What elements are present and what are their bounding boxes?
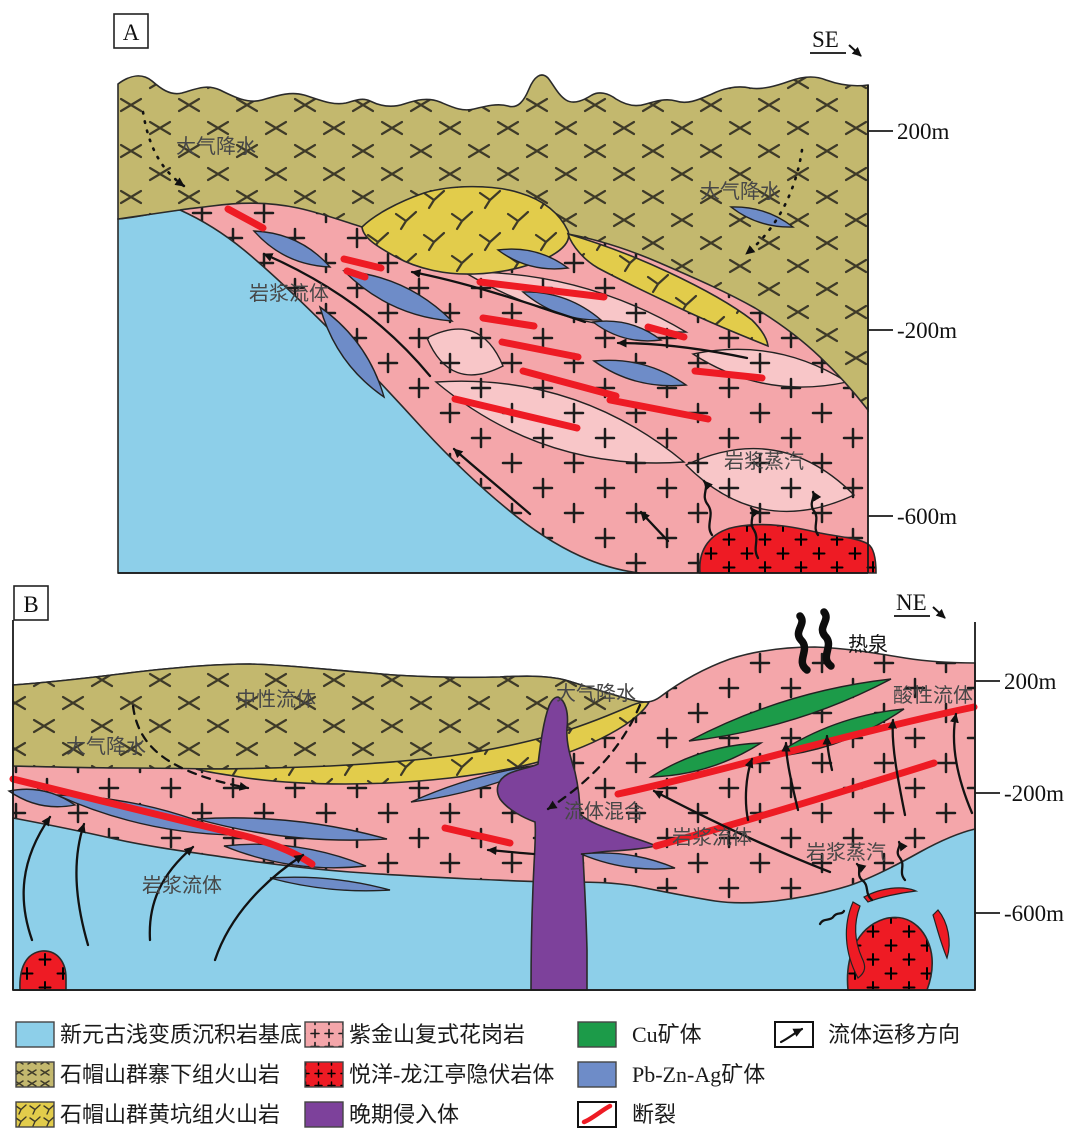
hot-spring-icon bbox=[794, 608, 835, 674]
panel-b: 200m -200m -600m B NE 中性流体 大气降水 大气降水 热泉 … bbox=[7, 585, 1064, 991]
label-neutral-fluid-b: 中性流体 bbox=[236, 688, 316, 711]
legend-item-late-intrusion: 晚期侵入体 bbox=[304, 1101, 459, 1128]
zijinshan-granite-swatch bbox=[304, 1021, 344, 1048]
fluid-flow-arrows-a bbox=[141, 110, 822, 560]
label-fluid-mixing-b: 流体混合 bbox=[564, 800, 644, 823]
legend-label: Pb-Zn-Ag矿体 bbox=[632, 1062, 765, 1087]
svg-text:B: B bbox=[23, 592, 38, 617]
legend-label: 紫金山复式花岗岩 bbox=[349, 1022, 525, 1047]
legend-item-basement: 新元古浅变质沉积岩基底 bbox=[15, 1021, 302, 1048]
direction-label: SE bbox=[812, 27, 839, 52]
label-magmatic-vapor-a: 岩浆蒸汽 bbox=[724, 450, 804, 473]
label-magmatic-fluid-center-b: 岩浆流体 bbox=[672, 826, 752, 849]
fault-segments-b bbox=[9, 703, 978, 868]
tick-label: 200m bbox=[1004, 669, 1057, 694]
hidden-intrusion-bodies-b bbox=[19, 887, 950, 991]
tick-label: -200m bbox=[1004, 781, 1064, 806]
label-hot-spring-b: 热泉 bbox=[848, 633, 888, 656]
hidden-intrusion-swatch bbox=[304, 1061, 344, 1088]
hidden-intrusion-a bbox=[699, 523, 877, 574]
basement-swatch bbox=[15, 1021, 55, 1048]
svg-text:A: A bbox=[123, 20, 140, 45]
panel-a-direction: SE bbox=[810, 27, 862, 57]
panel-b-direction: NE bbox=[894, 590, 946, 619]
tick-label: -600m bbox=[1004, 901, 1064, 926]
legend-item-fluid-migration: 流体运移方向 bbox=[774, 1021, 960, 1048]
panel-a-letter: A bbox=[113, 13, 149, 49]
legend-label: 石帽山群寨下组火山岩 bbox=[60, 1062, 280, 1087]
legend-label: 流体运移方向 bbox=[828, 1022, 960, 1047]
panel-a-elevation-ticks: 200m -200m -600m bbox=[868, 119, 957, 529]
legend-item-zijinshan-granite: 紫金山复式花岗岩 bbox=[304, 1021, 525, 1048]
legend-label: 新元古浅变质沉积岩基底 bbox=[60, 1022, 302, 1047]
legend-label: 悦洋-龙江亭隐伏岩体 bbox=[349, 1062, 554, 1087]
panel-b-elevation-ticks: 200m -200m -600m bbox=[975, 669, 1064, 926]
label-meteoric-water-left-b: 大气降水 bbox=[66, 735, 146, 758]
fluid-flow-arrows-b bbox=[22, 703, 974, 962]
tick-label: 200m bbox=[897, 119, 950, 144]
label-acidic-fluid-b: 酸性流体 bbox=[893, 684, 973, 707]
late-intrusion-swatch bbox=[304, 1101, 344, 1128]
zhaixia-volcanics-swatch bbox=[15, 1061, 55, 1088]
pb-zn-ag-orebody-swatch bbox=[577, 1061, 617, 1088]
fault-symbol bbox=[581, 1103, 613, 1125]
label-meteoric-water-center-b: 大气降水 bbox=[556, 682, 636, 705]
legend-item-zhaixia-volcanics: 石帽山群寨下组火山岩 bbox=[15, 1061, 280, 1088]
legend-item-fault: 断裂 bbox=[577, 1101, 676, 1128]
legend-item-pb-zn-ag-orebody: Pb-Zn-Ag矿体 bbox=[577, 1061, 765, 1088]
huangkeng-volcanics-band-a bbox=[566, 232, 769, 348]
pb-zn-ag-orebodies-a bbox=[252, 206, 795, 399]
fault-segments-a bbox=[224, 205, 766, 432]
legend-label: 石帽山群黄坑组火山岩 bbox=[60, 1102, 280, 1127]
legend: 新元古浅变质沉积岩基底 石帽山群寨下组火山岩 石帽山群黄坑组火山岩 紫金山复式花… bbox=[15, 1021, 960, 1128]
label-magmatic-fluid-a: 岩浆流体 bbox=[249, 282, 329, 305]
legend-label: Cu矿体 bbox=[632, 1022, 702, 1047]
late-intrusion-b bbox=[496, 696, 659, 991]
tick-label: -600m bbox=[897, 504, 957, 529]
label-magmatic-vapor-b: 岩浆蒸汽 bbox=[806, 841, 886, 864]
label-meteoric-water-left-a: 大气降水 bbox=[176, 135, 256, 158]
legend-item-cu-orebody: Cu矿体 bbox=[577, 1021, 702, 1048]
cu-orebody-swatch bbox=[577, 1021, 617, 1048]
legend-item-huangkeng-volcanics: 石帽山群黄坑组火山岩 bbox=[15, 1101, 280, 1128]
tick-label: -200m bbox=[897, 318, 957, 343]
panel-a: 200m -200m -600m A SE 大气降水 大气降水 岩浆流体 岩浆蒸… bbox=[113, 13, 957, 574]
legend-label: 断裂 bbox=[632, 1102, 676, 1127]
huangkeng-volcanics-swatch bbox=[15, 1101, 55, 1128]
legend-item-hidden-intrusion: 悦洋-龙江亭隐伏岩体 bbox=[304, 1061, 554, 1088]
label-magmatic-fluid-left-b: 岩浆流体 bbox=[142, 874, 222, 897]
label-meteoric-water-right-a: 大气降水 bbox=[700, 180, 780, 203]
legend-label: 晚期侵入体 bbox=[349, 1102, 459, 1127]
direction-label: NE bbox=[896, 590, 927, 615]
fluid-migration-arrow-icon bbox=[779, 1027, 804, 1044]
panel-b-letter: B bbox=[13, 585, 49, 621]
